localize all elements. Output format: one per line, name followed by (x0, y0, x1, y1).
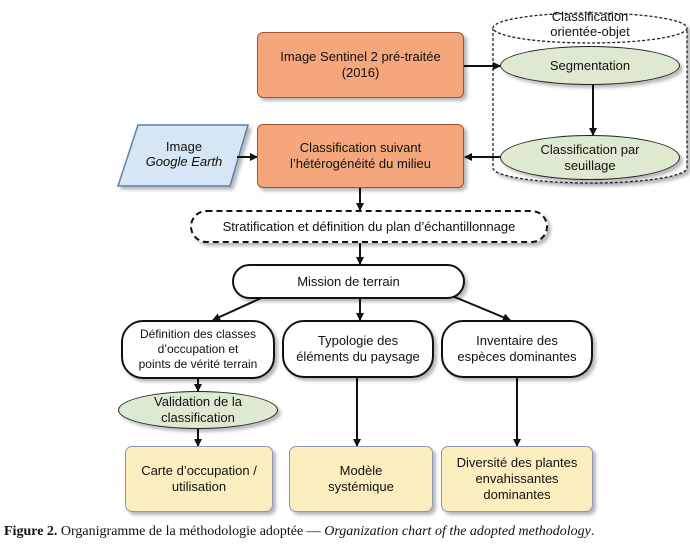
inventaire-line2: espèces dominantes (457, 349, 577, 364)
inventaire-node: Inventaire des espèces dominantes (441, 320, 593, 378)
seuillage-line2: seuillage (564, 157, 616, 173)
caption-english: Organization chart of the adopted method… (324, 524, 591, 539)
caption-label: Figure 2. (4, 524, 58, 539)
diversite-line3: dominantes (483, 487, 551, 502)
carte-occupation-node: Carte d’occupation / utilisation (125, 446, 273, 512)
diversite-line1: Diversité des plantes (456, 455, 578, 470)
google-earth-node: Image Google Earth (128, 139, 240, 169)
google-earth-shape (116, 124, 250, 187)
definition-line2: d’occupation et (157, 342, 239, 356)
stratification-node: Stratification et définition du plan d’é… (190, 210, 548, 243)
caption-end: . (590, 524, 595, 539)
sentinel-line2: (2016) (341, 65, 380, 80)
validation-line2: classification (161, 410, 235, 425)
validation-node: Validation de la classification (118, 391, 278, 429)
sentinel-line1: Image Sentinel 2 pré-traitée (280, 49, 441, 64)
stratification-text: Stratification et définition du plan d’é… (222, 218, 516, 234)
seuillage-line1: Classification par (540, 141, 640, 157)
oo-label-line2: orientée-objet (550, 24, 630, 39)
seuillage-node: Classification par seuillage (500, 135, 680, 180)
google-line2: Google Earth (145, 154, 223, 169)
carte-line1: Carte d’occupation / (141, 463, 257, 478)
definition-classes-node: Définition des classes d’occupation et p… (121, 320, 275, 379)
classif-milieu-line2: l’hétérogénéité du milieu (290, 156, 431, 171)
google-line1: Image (165, 139, 203, 154)
segmentation-node: Segmentation (500, 46, 680, 85)
arrow-mission-to-inventaire (444, 292, 511, 322)
classif-milieu-line1: Classification suivant (299, 140, 422, 155)
classification-milieu-node: Classification suivant l’hétérogénéité d… (257, 124, 464, 188)
diversite-line2: envahissantes (475, 471, 559, 486)
definition-line3: points de vérité terrain (138, 357, 258, 371)
carte-line2: utilisation (171, 479, 227, 494)
modele-line2: systémique (328, 479, 394, 494)
sentinel-image-node: Image Sentinel 2 pré-traitée (2016) (257, 32, 464, 98)
modele-systemique-node: Modèle systémique (289, 446, 433, 512)
diversite-plantes-node: Diversité des plantes envahissantes domi… (441, 446, 593, 512)
caption-french: Organigramme de la méthodologie adoptée … (60, 524, 321, 539)
figure-caption: Figure 2. Organigramme de la méthodologi… (4, 524, 686, 540)
modele-line1: Modèle (339, 463, 383, 478)
mission-text: Mission de terrain (297, 273, 400, 289)
mission-terrain-node: Mission de terrain (232, 264, 465, 299)
typologie-node: Typologie des éléments du paysage (282, 320, 434, 378)
typologie-line1: Typologie des (317, 333, 399, 348)
segmentation-text: Segmentation (549, 57, 631, 73)
definition-line1: Définition des classes (139, 327, 257, 341)
inventaire-line1: Inventaire des (476, 333, 558, 348)
object-oriented-group-label: Classification orientée-objet (520, 9, 660, 39)
oo-label-line1: Classification (551, 9, 629, 24)
typologie-line2: éléments du paysage (296, 349, 420, 364)
validation-line1: Validation de la (154, 394, 242, 409)
